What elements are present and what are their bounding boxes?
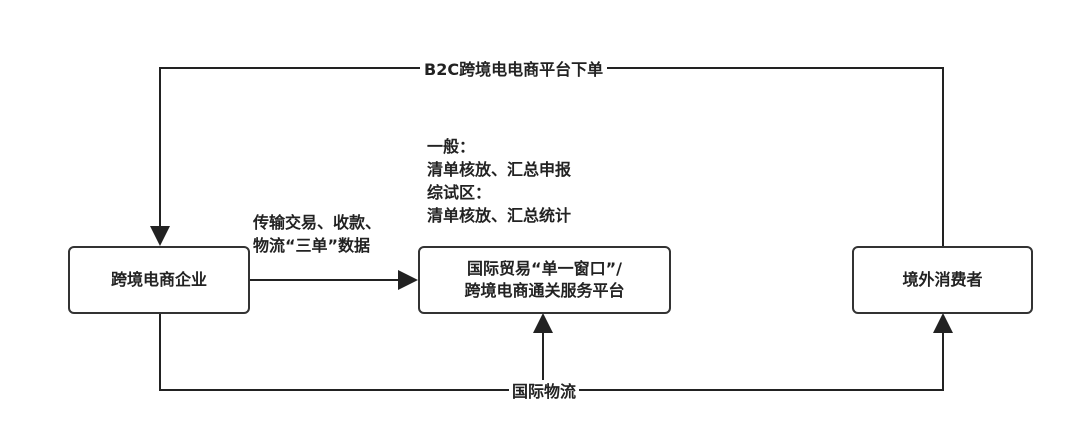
platform-label-line2: 跨境电商通关服务平台 — [464, 281, 625, 300]
consumer-node: 境外消费者 — [852, 246, 1033, 314]
logistics-edge — [159, 313, 953, 391]
note-line2: 清单核放、汇总申报 — [427, 160, 572, 179]
bottom-edge-label: 国际物流 — [509, 380, 580, 403]
note-line4: 清单核放、汇总统计 — [427, 206, 572, 225]
platform-node: 国际贸易“单一窗口”/ 跨境电商通关服务平台 — [418, 246, 671, 314]
note-line1: 一般： — [427, 137, 476, 156]
note-line3: 综试区： — [427, 183, 492, 202]
declaration-note: 一般： 清单核放、汇总申报 综试区： 清单核放、汇总统计 — [427, 135, 571, 227]
data-edge-label-line2: 物流“三单”数据 — [253, 236, 371, 255]
consumer-label: 境外消费者 — [902, 270, 983, 289]
data-edge-label: 传输交易、收款、 物流“三单”数据 — [253, 211, 381, 257]
top-edge-label: B2C跨境电电商平台下单 — [420, 58, 608, 81]
enterprise-label: 跨境电商企业 — [110, 270, 207, 289]
data-edge-label-line1: 传输交易、收款、 — [253, 213, 382, 232]
platform-label-line1: 国际贸易“单一窗口”/ — [467, 259, 622, 278]
enterprise-node: 跨境电商企业 — [68, 246, 250, 314]
